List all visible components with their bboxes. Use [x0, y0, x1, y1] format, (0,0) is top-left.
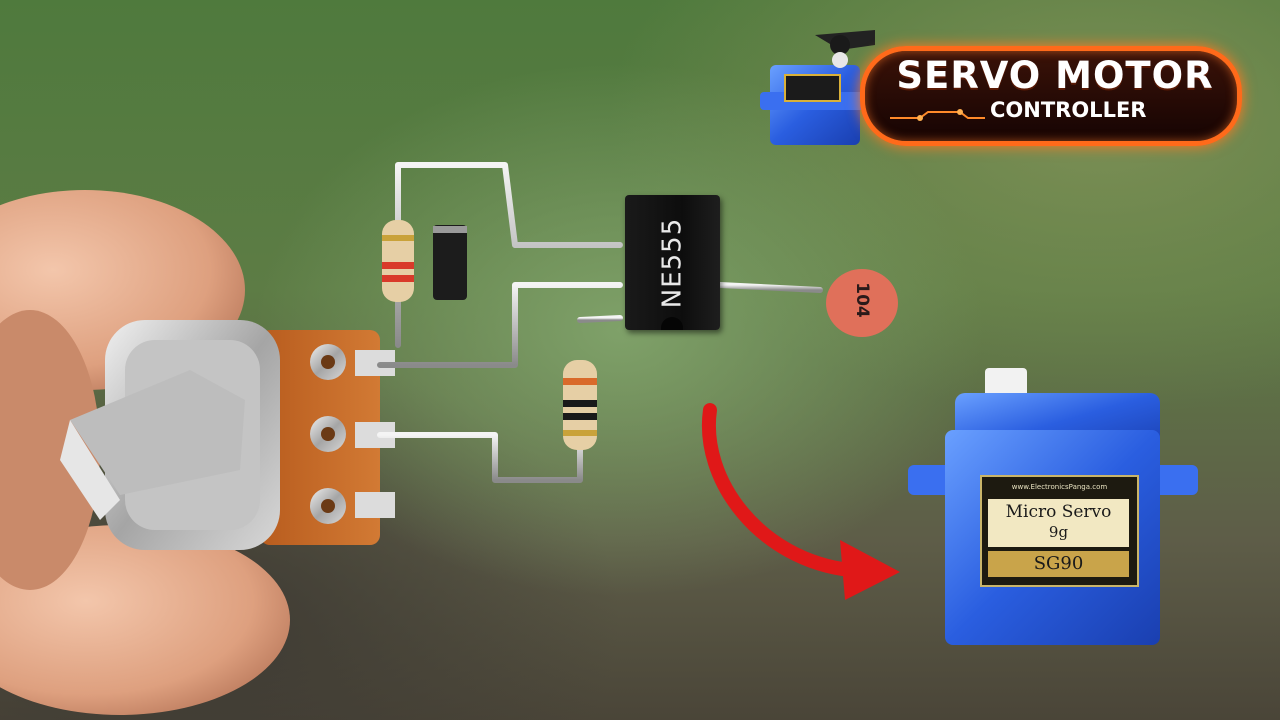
servo-name: Micro Servo	[1005, 502, 1112, 522]
servo-motor: www.ElectronicsPanga.com Micro Servo 9g …	[900, 365, 1200, 665]
badge-title: SERVO MOTOR	[896, 54, 1214, 97]
potentiometer	[60, 320, 395, 550]
ic-chip: NE555	[625, 195, 720, 330]
servo-model-box: SG90	[988, 551, 1129, 577]
servo-model: SG90	[1033, 553, 1084, 574]
circuit-trace-icon	[890, 109, 985, 121]
servo-label: www.ElectronicsPanga.com Micro Servo 9g …	[980, 475, 1139, 587]
servo-weight: 9g	[1048, 523, 1069, 541]
ic-label-wrap: NE555	[625, 195, 720, 330]
badge-servo-icon	[760, 30, 875, 145]
wires	[377, 162, 823, 508]
servo-name-box: Micro Servo 9g	[988, 499, 1129, 547]
capacitor	[826, 269, 898, 337]
ic-label: NE555	[657, 217, 688, 308]
badge-subtitle: CONTROLLER	[990, 98, 1147, 122]
red-arrow-icon	[701, 403, 900, 600]
diode	[433, 225, 467, 300]
servo-url: www.ElectronicsPanga.com	[1011, 483, 1108, 491]
ic-notch	[661, 317, 683, 330]
resistor-1	[382, 220, 414, 302]
badge-pill	[860, 46, 1242, 146]
title-badge: SERVO MOTOR CONTROLLER	[760, 28, 1242, 146]
resistor-2	[563, 360, 597, 450]
capacitor-label: 104	[852, 282, 872, 318]
